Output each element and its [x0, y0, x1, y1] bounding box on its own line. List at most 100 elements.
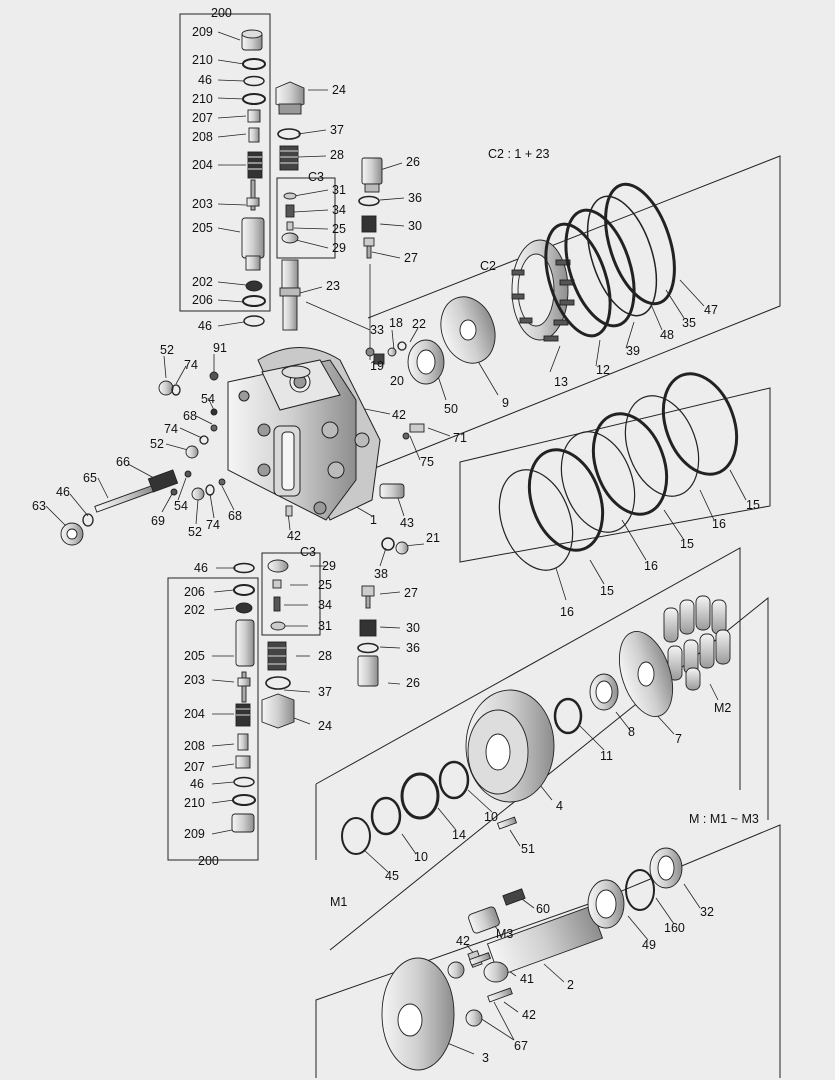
plates-box — [459, 387, 771, 563]
callout-74: 74 — [184, 358, 198, 372]
callout-203: 203 — [192, 197, 213, 211]
right-relief-parts — [358, 157, 383, 259]
callout-74: 74 — [206, 518, 220, 532]
callout-10: 10 — [414, 850, 428, 864]
rotating-group — [341, 595, 731, 855]
callout-25: 25 — [332, 222, 346, 236]
callout-34: 34 — [332, 203, 346, 217]
callout-202: 202 — [192, 275, 213, 289]
callout-37: 37 — [318, 685, 332, 699]
callout-91: 91 — [213, 341, 227, 355]
callout-210: 210 — [192, 92, 213, 106]
callout-49: 49 — [642, 938, 656, 952]
callout-7: 7 — [675, 732, 682, 746]
callout-63: 63 — [32, 499, 46, 513]
callout-11: 11 — [600, 749, 613, 763]
callout-15: 15 — [746, 498, 760, 512]
callout-69: 69 — [151, 514, 165, 528]
callout-203: 203 — [184, 673, 205, 687]
callout-42: 42 — [456, 934, 470, 948]
callout-39: 39 — [626, 344, 640, 358]
group-200-lower-label: 200 — [198, 854, 219, 868]
group-m2-label: M2 — [714, 701, 732, 715]
callout-2: 2 — [567, 978, 574, 992]
callout-24: 24 — [318, 719, 332, 733]
callout-3: 3 — [482, 1051, 489, 1065]
callout-42: 42 — [287, 529, 301, 543]
housing-side-parts — [285, 341, 425, 555]
callout-19: 19 — [370, 359, 384, 373]
lower-valve-parts — [231, 562, 256, 833]
callout-74: 74 — [164, 422, 178, 436]
callout-32: 32 — [700, 905, 714, 919]
callout-52: 52 — [188, 525, 202, 539]
callout-33: 33 — [370, 323, 384, 337]
callout-208: 208 — [192, 130, 213, 144]
callout-71: 71 — [453, 431, 467, 445]
callout-46: 46 — [198, 319, 212, 333]
callout-31: 31 — [332, 183, 346, 197]
callout-15: 15 — [600, 584, 614, 598]
callout-42: 42 — [522, 1008, 536, 1022]
callout-202: 202 — [184, 603, 205, 617]
callout-54: 54 — [174, 499, 188, 513]
callout-27: 27 — [404, 251, 418, 265]
callout-210: 210 — [192, 53, 213, 67]
shaft-group — [381, 847, 683, 1071]
callout-207: 207 — [184, 760, 205, 774]
callout-41: 41 — [520, 972, 534, 986]
callout-209: 209 — [192, 25, 213, 39]
callout-15: 15 — [680, 537, 694, 551]
valve-housing — [227, 347, 381, 521]
callout-65: 65 — [83, 471, 97, 485]
callout-46: 46 — [194, 561, 208, 575]
callout-36: 36 — [408, 191, 422, 205]
c3-lower-parts — [261, 559, 379, 729]
callout-37: 37 — [330, 123, 344, 137]
callout-31: 31 — [318, 619, 332, 633]
upper-plug-parts — [275, 81, 305, 331]
callout-51: 51 — [521, 842, 535, 856]
callout-68: 68 — [228, 509, 242, 523]
callout-30: 30 — [406, 621, 420, 635]
callout-26: 26 — [406, 155, 420, 169]
left-parts — [60, 371, 226, 546]
callout-160: 160 — [664, 921, 685, 935]
callout-30: 30 — [408, 219, 422, 233]
callout-22: 22 — [412, 317, 426, 331]
upper-valve-parts — [241, 29, 266, 327]
callout-13: 13 — [554, 375, 568, 389]
group-m3-label: M3 — [496, 927, 514, 941]
callout-12: 12 — [596, 363, 610, 377]
friction-plates — [498, 372, 739, 571]
callout-75: 75 — [420, 455, 434, 469]
callout-206: 206 — [184, 585, 205, 599]
callout-207: 207 — [192, 111, 213, 125]
group-m-caption: M : M1 ~ M3 — [689, 812, 759, 826]
callout-67: 67 — [514, 1039, 528, 1053]
callout-43: 43 — [400, 516, 414, 530]
callout-45: 45 — [385, 869, 399, 883]
callout-60: 60 — [536, 902, 550, 916]
callout-206: 206 — [192, 293, 213, 307]
group-200-upper-label: 200 — [211, 6, 232, 20]
callout-50: 50 — [444, 402, 458, 416]
callout-16: 16 — [712, 517, 726, 531]
callout-204: 204 — [192, 158, 213, 172]
group-m1-label: M1 — [330, 895, 348, 909]
callout-23: 23 — [326, 279, 340, 293]
callout-48: 48 — [660, 328, 674, 342]
callout-47: 47 — [704, 303, 718, 317]
callout-210: 210 — [184, 796, 205, 810]
callout-66: 66 — [116, 455, 130, 469]
callout-21: 21 — [426, 531, 440, 545]
callout-209: 209 — [184, 827, 205, 841]
callout-18: 18 — [389, 316, 403, 330]
callout-10: 10 — [484, 810, 498, 824]
callout-36: 36 — [406, 641, 420, 655]
callout-25: 25 — [318, 578, 332, 592]
callout-46: 46 — [198, 73, 212, 87]
callout-29: 29 — [322, 559, 336, 573]
callout-205: 205 — [184, 649, 205, 663]
